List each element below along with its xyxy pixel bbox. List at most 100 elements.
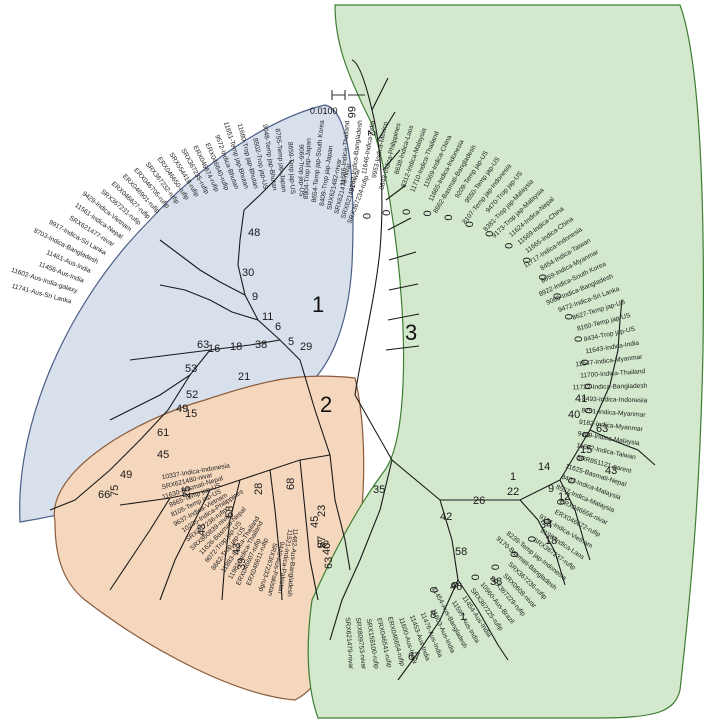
bootstrap-value: 11 xyxy=(262,311,273,323)
bootstrap-value: 5 xyxy=(288,336,294,348)
bootstrap-value: 0 xyxy=(574,455,586,461)
bootstrap-value: 0 xyxy=(400,209,412,215)
leaf-label: 8751-Indica-Myanmar xyxy=(581,407,646,419)
bootstrap-value: 0 xyxy=(565,478,577,484)
bootstrap-value: 61 xyxy=(157,427,169,439)
bootstrap-value: 0 xyxy=(572,336,584,342)
bootstrap-value: 63 xyxy=(323,557,335,569)
bootstrap-value: 43 xyxy=(196,524,208,536)
bootstrap-value: 0 xyxy=(489,564,501,570)
bootstrap-value: 8 xyxy=(430,609,436,621)
clade-3-label: 3 xyxy=(405,320,417,345)
bootstrap-value: 1 xyxy=(510,471,516,483)
bootstrap-value: 38 xyxy=(255,339,267,351)
leaf-label: 8659-Trop jap-US xyxy=(286,142,296,195)
bootstrap-value: 68 xyxy=(285,478,297,490)
bootstrap-value: 34 xyxy=(540,519,552,531)
bootstrap-value: 18 xyxy=(545,535,557,547)
bootstrap-value: 0 xyxy=(360,213,372,219)
bootstrap-value: 30 xyxy=(242,267,254,279)
bootstrap-value: 53 xyxy=(185,363,197,375)
bootstrap-value: 58 xyxy=(455,546,467,558)
bootstrap-value: 0 xyxy=(469,574,481,580)
bootstrap-value: 15 xyxy=(580,444,592,456)
bootstrap-value: 46 xyxy=(450,581,462,593)
bootstrap-value: 57 xyxy=(316,536,328,548)
bootstrap-value: 0 xyxy=(579,432,591,438)
bootstrap-value: 0 xyxy=(463,221,475,227)
bootstrap-value: 0 xyxy=(581,383,593,389)
bootstrap-value: 43 xyxy=(231,543,243,555)
clade-1-label: 1 xyxy=(312,292,324,317)
bootstrap-value: 63 xyxy=(596,423,608,435)
bootstrap-value: 49 xyxy=(120,469,132,481)
bootstrap-value: 0 xyxy=(442,215,454,221)
bootstrap-value: 0 xyxy=(508,551,520,557)
bootstrap-value: 9 xyxy=(252,291,258,303)
bootstrap-value: 12 xyxy=(558,491,570,503)
bootstrap-value: 40 xyxy=(568,409,580,421)
bootstrap-value: 0 xyxy=(525,536,537,542)
bootstrap-value: 0 xyxy=(582,408,594,414)
bootstrap-value: 0 xyxy=(554,499,566,505)
leaf-label: 11700-Indica-Thailand xyxy=(580,368,646,380)
bootstrap-value: 1 xyxy=(460,611,466,623)
bootstrap-value: 39 xyxy=(236,558,248,570)
clade-1-branches xyxy=(49,159,301,511)
scale-bar-label: 0.0100 xyxy=(310,106,338,116)
bootstrap-value: 45 xyxy=(157,449,169,461)
bootstrap-value: 58 xyxy=(224,506,236,518)
bootstrap-value: 0 xyxy=(536,274,548,280)
bootstrap-value: 41 xyxy=(575,393,587,405)
leaf-label: 9066-Trop jap-US xyxy=(297,144,304,197)
bootstrap-value: 45 xyxy=(309,516,321,528)
bootstrap-value: 38 xyxy=(490,576,502,588)
bootstrap-value: 0 xyxy=(448,582,460,588)
leaf-label: 11686-Indica-Thailand xyxy=(340,120,352,186)
bootstrap-value: 26 xyxy=(473,495,485,507)
leaf-label: 8493-Indica-Indonesia xyxy=(582,396,648,404)
bootstrap-value: 63 xyxy=(197,339,209,351)
bootstrap-value: 0 xyxy=(578,359,590,365)
bootstrap-value: 66 xyxy=(345,106,357,118)
clade-2-label: 2 xyxy=(320,392,332,417)
bootstrap-value: 0 xyxy=(421,210,433,216)
bootstrap-value: 0 xyxy=(427,587,439,593)
bootstrap-value: 0 xyxy=(483,231,495,237)
leaf-label: 11722-Indica-Bangladesh xyxy=(573,383,648,392)
bootstrap-value: 22 xyxy=(507,486,519,498)
clade-3-region xyxy=(307,4,704,719)
bootstrap-value: 6 xyxy=(275,321,281,333)
bootstrap-value: 15 xyxy=(185,408,197,420)
bootstrap-value: 66 xyxy=(98,489,110,501)
leaf-label: SRX621479-nivar xyxy=(344,617,355,670)
leaf-label: 8904-Trop jap-Japan xyxy=(303,138,313,200)
bootstrap-value: 0 xyxy=(562,314,574,320)
bootstrap-value: 52 xyxy=(317,539,329,551)
bootstrap-value: 0 xyxy=(520,257,532,263)
bootstrap-value: 67 xyxy=(408,651,420,663)
bootstrap-value: 23 xyxy=(316,505,328,517)
bootstrap-value: 49 xyxy=(176,403,188,415)
bootstrap-value: 18 xyxy=(230,341,242,353)
bootstrap-value: 0 xyxy=(541,519,553,525)
bootstrap-value: 35 xyxy=(373,484,385,496)
bootstrap-value: 2 xyxy=(365,130,377,136)
bootstrap-value: 0 xyxy=(502,243,514,249)
bootstrap-value: 42 xyxy=(440,511,452,523)
clade-2-branches xyxy=(109,359,351,601)
bootstrap-value: 9 xyxy=(548,483,554,495)
bootstrap-value: 29 xyxy=(300,341,312,353)
bootstrap-value: 0 xyxy=(379,210,391,216)
bootstrap-value: 16 xyxy=(208,343,220,355)
bootstrap-value: 52 xyxy=(186,389,198,401)
clade-3-branches xyxy=(329,59,656,681)
bootstrap-value: 14 xyxy=(538,461,550,473)
bootstrap-value: 40 xyxy=(321,543,333,555)
bootstrap-value: 43 xyxy=(605,465,617,477)
bootstrap-value: 75 xyxy=(109,485,121,497)
bootstrap-value: 0 xyxy=(550,293,562,299)
